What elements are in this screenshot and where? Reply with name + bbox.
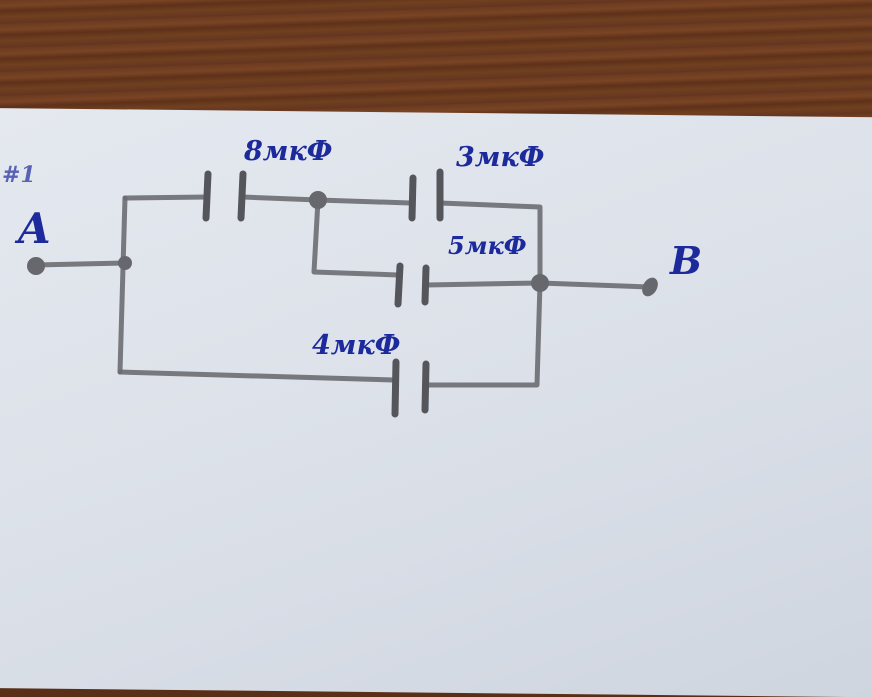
junction-node [118,256,132,270]
wire-b-lead [537,280,651,290]
wire-mid-branch [311,197,401,278]
capacitor-c2 [408,168,444,222]
wire-c2-right [437,200,543,286]
terminal-b-label: B [669,238,702,283]
wire-right-lower [425,280,543,388]
junction-node [531,274,549,292]
wire-left-vertical [117,195,128,375]
capacitor-c1 [202,170,247,222]
capacitor-c3-label: 5мкФ [448,231,527,260]
junction-node [309,191,327,209]
circuit-diagram: #1 A B 8мкФ 3мкФ 5мкФ 4мкФ [2,136,702,418]
terminal-a-label: A [14,204,51,253]
wooden-table-background [0,0,872,130]
capacitor-c2-label: 3мкФ [456,142,544,173]
wire-top-left [122,194,211,201]
terminal-b-dot [642,277,658,297]
capacitor-c1-label: 8мкФ [243,136,332,167]
wire-c3-right [423,280,543,288]
capacitor-c3 [394,262,430,308]
wire-a-lead [32,260,128,268]
capacitor-c4 [391,358,430,418]
problem-number: #1 [2,162,36,188]
terminal-a-dot [27,257,45,275]
wire-bottom [117,369,397,383]
capacitor-c4-label: 4мкФ [312,330,400,361]
wires [32,194,651,388]
